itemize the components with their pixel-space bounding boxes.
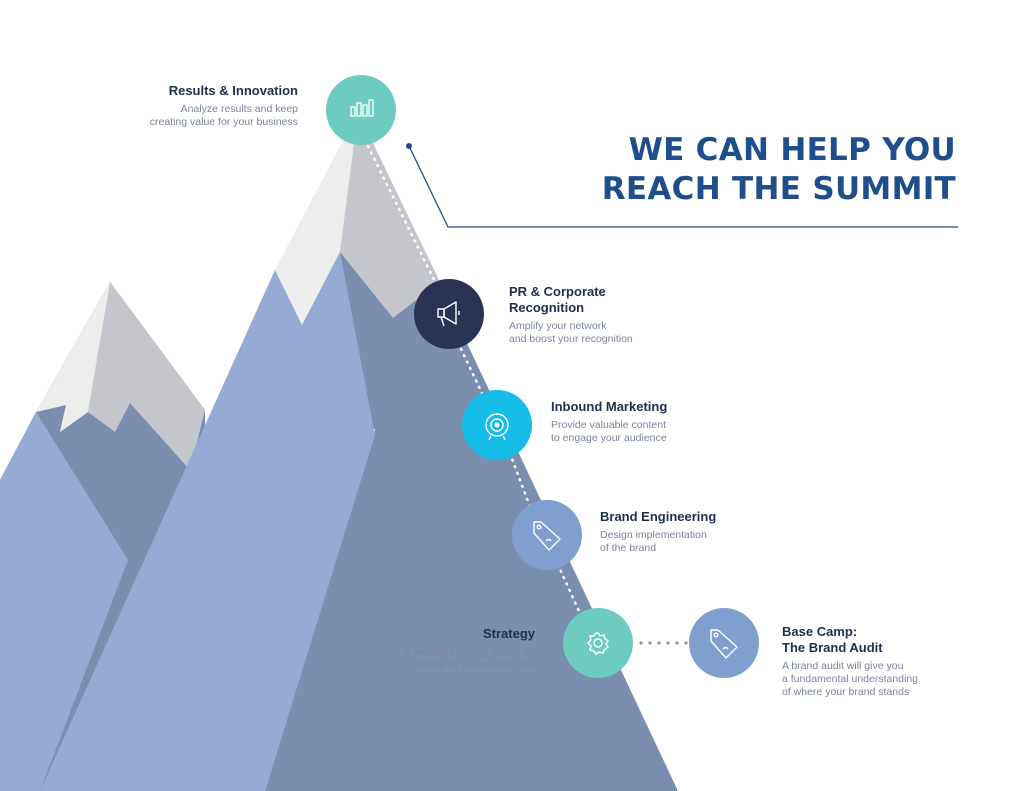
step-description: A defined strategy plan is as critical a… [403, 646, 535, 671]
megaphone-icon [437, 301, 460, 327]
price-tag-icon [710, 629, 738, 659]
step-title: PR & Corporate Recognition [509, 284, 606, 315]
step-description: Amplify your network and boost your reco… [509, 320, 633, 345]
circle-inbound [462, 390, 532, 460]
step-brand: Brand Engineering Design implementation … [600, 509, 716, 555]
gear-icon [587, 632, 609, 655]
basecamp-connector [639, 641, 688, 645]
left-mountain-light [0, 412, 128, 791]
main-mountain-snow-white [275, 112, 358, 325]
step-description: Analyze results and keep creating value … [149, 103, 298, 128]
circle-pr [414, 279, 484, 349]
step-title: Brand Engineering [600, 509, 717, 524]
main-mountain-light [40, 252, 375, 791]
headline-connector-dot [406, 143, 412, 149]
step-inbound: Inbound Marketing Provide valuable conte… [551, 399, 667, 445]
left-mountain-snow-white [36, 282, 110, 432]
circle-basecamp [689, 608, 759, 678]
step-description: A brand audit will give you a fundamenta… [782, 660, 919, 698]
step-title: Base Camp: The Brand Audit [782, 624, 883, 655]
headline-connector [408, 145, 958, 228]
step-title: Results & Innovation [168, 83, 298, 98]
headline-line-2: REACH THE SUMMIT [601, 171, 956, 207]
circle-strategy [563, 608, 633, 678]
main-mountain-snow-grey [298, 112, 440, 318]
circle-brand [512, 500, 582, 570]
step-pr: PR & Corporate Recognition Amplify your … [509, 284, 633, 346]
price-tag-icon [533, 521, 561, 551]
step-basecamp: Base Camp: The Brand Audit A brand audit… [782, 624, 918, 699]
step-title: Inbound Marketing [551, 399, 668, 414]
step-description: Design implementation of the brand [600, 529, 707, 554]
bar-chart-icon [350, 99, 374, 117]
target-icon [485, 413, 509, 441]
headline: WE CAN HELP YOU REACH THE SUMMIT [602, 131, 956, 209]
step-results: Results & Innovation Analyze results and… [150, 83, 298, 129]
step-description: Provide valuable content to engage your … [551, 419, 667, 444]
headline-line-1: WE CAN HELP YOU [628, 132, 956, 168]
circle-results [326, 75, 396, 145]
left-mountain-snow-grey [36, 282, 205, 470]
step-strategy: Strategy A defined strategy plan is as c… [404, 626, 535, 672]
step-title: Strategy [482, 626, 535, 641]
